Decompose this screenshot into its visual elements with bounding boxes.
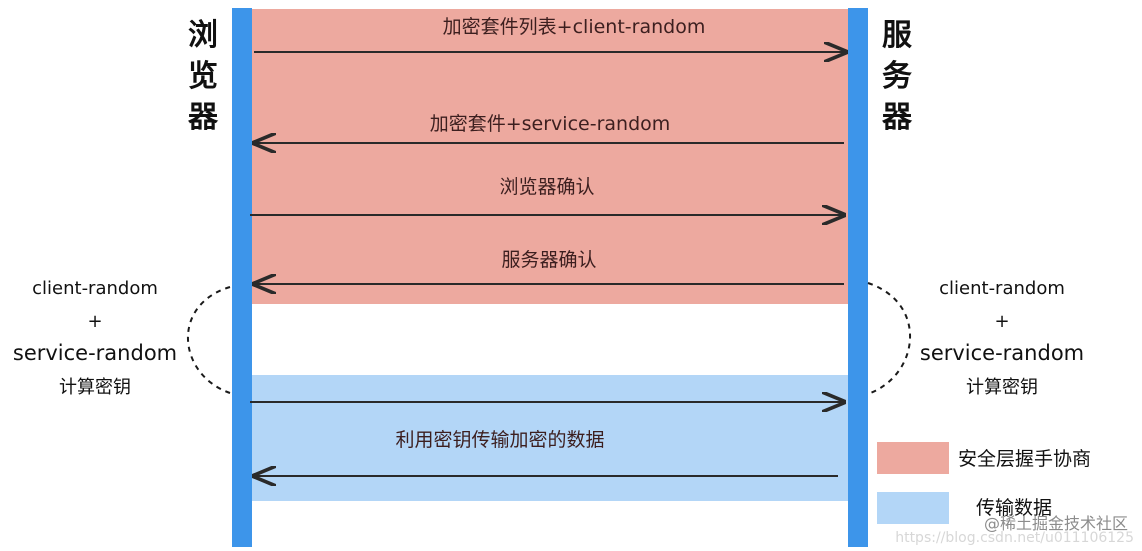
- right-client-random-label: client-random: [939, 278, 1065, 299]
- left-client-random-label: client-random: [32, 278, 158, 299]
- server-title: 服务器: [881, 18, 913, 135]
- message-label-browser-confirm: 浏览器确认: [499, 176, 594, 198]
- legend-handshake-swatch: [877, 442, 949, 474]
- right-plus-label: +: [994, 311, 1009, 332]
- browser-lifeline: [232, 8, 252, 547]
- legend-transfer-swatch: [877, 492, 949, 524]
- left-compute-key-label: 计算密钥: [59, 377, 131, 398]
- browser-title: 浏览器: [187, 18, 219, 135]
- faint-url-watermark: https://blog.csdn.net/u011106125: [895, 530, 1134, 546]
- message-label-encrypted-data: 利用密钥传输加密的数据: [395, 429, 604, 451]
- right-key-derivation-bracket: [867, 282, 911, 395]
- handshake-phase-band: [252, 9, 848, 304]
- message-label-cipher-select: 加密套件+service-random: [430, 113, 671, 135]
- legend-transfer-label: 传输数据: [976, 497, 1052, 519]
- server-lifeline: [848, 8, 868, 547]
- message-label-cipher-list: 加密套件列表+client-random: [443, 16, 706, 38]
- transfer-phase-band: [252, 375, 848, 501]
- left-service-random-label: service-random: [13, 341, 177, 365]
- right-service-random-label: service-random: [920, 341, 1084, 365]
- left-key-derivation-bracket: [187, 286, 231, 394]
- site-watermark: @稀土掘金技术社区: [984, 514, 1128, 533]
- legend-handshake-label: 安全层握手协商: [958, 448, 1091, 470]
- message-label-server-confirm: 服务器确认: [501, 249, 596, 271]
- right-compute-key-label: 计算密钥: [966, 377, 1038, 398]
- left-plus-label: +: [87, 311, 102, 332]
